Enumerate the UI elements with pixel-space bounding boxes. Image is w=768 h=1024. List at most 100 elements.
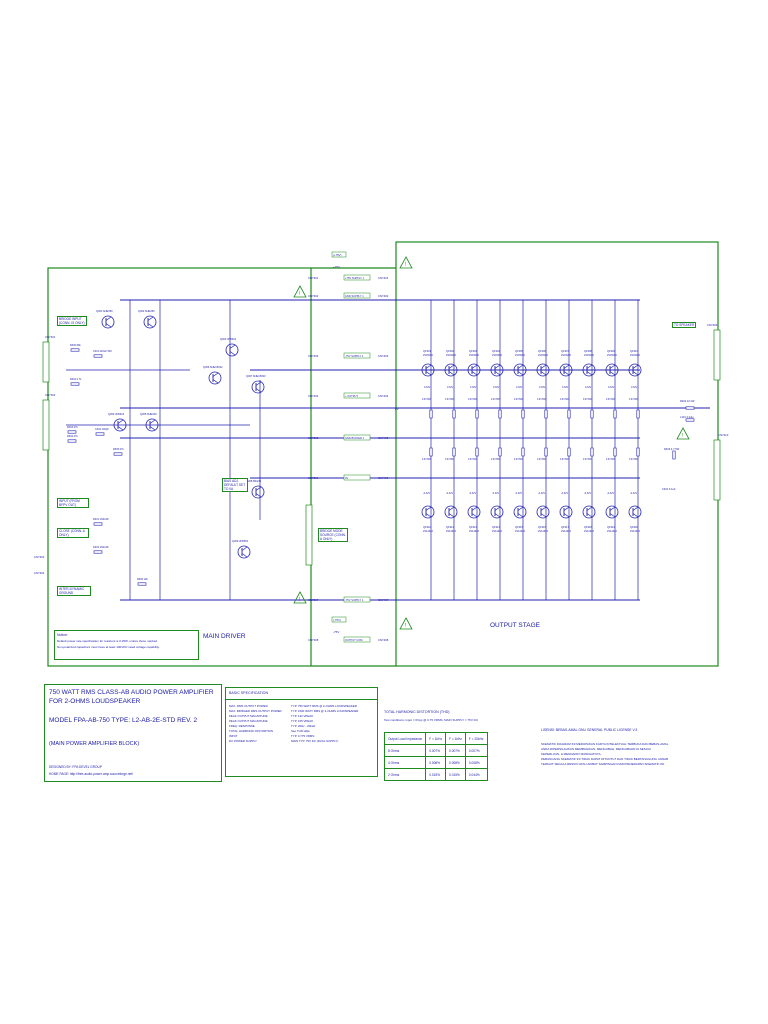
transistor-QF319 (605, 505, 619, 519)
voltage-label: -0.32V (446, 492, 453, 495)
power-label: OUTPUT COM (345, 638, 362, 642)
driver-transistor-label: Q303 2N5401 (220, 337, 237, 341)
power-label: +75V SUPPLY 1 (345, 276, 365, 280)
transistor-QF320 (628, 505, 642, 519)
license-p3: KEPERLUAN, & MENDAPAT MANFAATNYA. (541, 752, 602, 756)
license-p4: PERANCANG SKEMATIK INI TIDAK DAPAT DITUN… (541, 757, 668, 761)
thd-header-cell: F = 1kHz (425, 732, 447, 745)
thd-cell: 0.008% (464, 756, 488, 769)
emitter-resistor (567, 447, 571, 457)
transistor-collector (632, 364, 639, 369)
transistor-collector (540, 506, 547, 511)
title-line-2: FOR 2-OHMS LOUDSPEAKER (49, 698, 141, 705)
transistor-QF303 (467, 363, 481, 377)
voltage-label: 0.32V (562, 386, 569, 389)
transistor-collector (212, 372, 219, 377)
transistor-QF301 (421, 363, 435, 377)
transistor-emitter (609, 371, 616, 376)
driver-transistor (113, 418, 127, 432)
zobel-resistor (672, 450, 676, 460)
transistor-emitter (471, 371, 478, 376)
resistor-label: 0.33 5W (468, 459, 477, 461)
thd-header-cell: Output Load Impedance (383, 732, 427, 745)
thd-heading: TOTAL HARMONIC DISTORTION (THD) (384, 710, 450, 714)
driver-transistor (101, 315, 115, 329)
spec-value: TYP. 1500 WATT RMS @ 4-OHMS LOUDSPEAKER (291, 709, 359, 713)
zobel-label: R403 4.7 5W (664, 447, 680, 451)
input-component-label: D301 1N4148 (93, 518, 109, 521)
thd-cell: 2 Ohms (383, 768, 427, 781)
input-component (95, 432, 105, 436)
resistor-label: 0.33 5W (583, 399, 592, 401)
transistor-collector (586, 506, 593, 511)
driver-transistor-label: Q304 2N5401 (108, 412, 125, 416)
input-component-label: R300 68k (70, 344, 81, 347)
spec-value: TYP. 132 VPEAK (291, 714, 314, 718)
resistor-label: 0.33 5W (537, 399, 546, 401)
driver-transistor-label: Q306 MJE15032 (203, 365, 223, 369)
transistor-emitter (105, 323, 112, 328)
transistor-emitter (241, 553, 248, 558)
power-label-box (343, 636, 371, 643)
transistor-label: QF317 (561, 525, 569, 529)
connector-id: CN7405 (378, 436, 389, 440)
transistor-part: 2SA1943 (446, 530, 457, 533)
notice-title: Notice: (57, 633, 68, 637)
transistor-label: QF313 (469, 525, 477, 529)
voltage-label: 0.32V (447, 386, 454, 389)
thd-cell: 0.007% (464, 744, 488, 757)
output-inductor (685, 418, 695, 422)
transistor-QF311 (421, 505, 435, 519)
resistor-label: 0.33 5W (445, 459, 454, 461)
transistor-emitter (471, 513, 478, 518)
transistor-emitter (425, 513, 432, 518)
input-component-label: R303 47k (67, 426, 78, 429)
spec-heading: BASIC SPECIFICATION (229, 691, 269, 695)
driver-transistor-label: Q302 MJE350 (138, 309, 155, 313)
spec-value: TYP. 750 WATT RMS @ 2-OHMS LOUDSPEAKER (291, 704, 357, 708)
transistor-emitter (117, 426, 124, 431)
thd-cell: 0.008% (425, 756, 447, 769)
transistor-label: QF319 (607, 525, 615, 529)
power-label-box (343, 596, 371, 603)
warning-mark: ! (405, 623, 406, 629)
voltage-label: 0.32V (516, 386, 523, 389)
power-label-box (343, 474, 371, 481)
driver-transistor (208, 371, 222, 385)
transistor-emitter (448, 371, 455, 376)
input-component (67, 430, 77, 434)
transistor-collector (448, 506, 455, 511)
close-note: CLOSE (CONN. A ONLY) (57, 528, 89, 538)
transistor-emitter (586, 513, 593, 518)
power-label: + OUTPUT (345, 394, 358, 398)
connector-id: CN7306 (308, 476, 319, 480)
thd-cell: 0.008% (445, 756, 466, 769)
rail-mid-label: 0V (395, 407, 399, 411)
transistor-emitter (255, 493, 262, 498)
transistor-emitter (494, 371, 501, 376)
emitter-resistor (521, 447, 525, 457)
transistor-collector (448, 364, 455, 369)
warning-triangle-icon (293, 591, 307, 604)
transistor-collector (117, 419, 124, 424)
warning-triangle-icon (293, 285, 307, 298)
resistor-label: 0.33 5W (583, 459, 592, 461)
transistor-part: 2SA1943 (469, 530, 480, 533)
transistor-QF314 (490, 505, 504, 519)
transistor-collector (517, 364, 524, 369)
transistor-part: 2SA1943 (584, 530, 595, 533)
connector-id: CN7406 (378, 476, 389, 480)
license-block: LISENSI: BEBAS-AMAL GNU GENERAL PUBLIC L… (541, 728, 721, 788)
transistor-collector (425, 364, 432, 369)
output-resistor-label: R402 22 2W (680, 399, 695, 403)
transistor-collector (609, 506, 616, 511)
transistor-label: QF304 (492, 349, 500, 353)
connector-id: CN7304 (34, 571, 45, 575)
spec-label: DC POWER SUPPLY (229, 739, 257, 743)
emitter-resistor (636, 409, 640, 419)
driver-transistor-label: Q308 BD139 (246, 479, 262, 483)
transistor-emitter (255, 388, 262, 393)
